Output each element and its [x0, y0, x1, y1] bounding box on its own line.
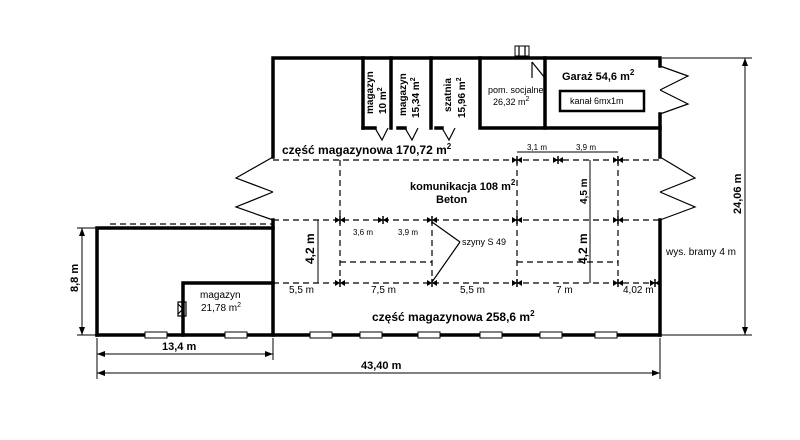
- room-area-sup: 2: [237, 302, 241, 309]
- dim-13-4: 13,4 m: [162, 341, 196, 353]
- room-name: magazyn: [398, 73, 409, 116]
- room-area-sup: 2: [377, 87, 384, 91]
- dim-3-6: 3,6 m: [353, 228, 373, 237]
- svg-text:szatnia: szatnia: [443, 78, 454, 112]
- dim-7-5: 7,5 m: [371, 285, 396, 296]
- svg-text:26,32 m2: 26,32 m2: [493, 96, 530, 107]
- room-pom-socjalne: pom. socjalne 26,32 m2: [488, 85, 544, 107]
- room-szatnia: szatnia 15,96 m2: [443, 77, 468, 118]
- room-area: 15,34 m: [411, 81, 422, 118]
- room-magazyn-21-78: magazyn 21,78 m2: [200, 290, 241, 314]
- room-area: 21,78 m: [201, 303, 237, 314]
- rail-markers: [335, 156, 660, 287]
- svg-text:Garaż 54,6 m2: Garaż 54,6 m2: [562, 68, 635, 83]
- room-magazyn-10: magazyn 10 m2: [365, 71, 389, 114]
- room-area: 10 m: [378, 91, 389, 114]
- dim-3-9-mid: 3,9 m: [398, 228, 418, 237]
- room-name: szatnia: [443, 78, 454, 112]
- dim-5-5-a: 5,5 m: [289, 285, 314, 296]
- gate-left: [234, 156, 274, 221]
- svg-text:15,96 m2: 15,96 m2: [456, 77, 468, 118]
- room-area: 15,96 m: [457, 81, 468, 118]
- szyny-label: szyny S 49: [462, 237, 506, 247]
- zone-upper-label: część magazynowa 170,72 m2: [282, 142, 452, 157]
- room-garaz: Garaż 54,6 m2 kanał 6mx1m: [558, 68, 646, 113]
- room-area-sup: 2: [456, 77, 463, 81]
- dim-3-1: 3,1 m: [527, 143, 547, 152]
- brama-label: wys. bramy 4 m: [665, 247, 736, 258]
- room-area: 26,32 m: [493, 97, 526, 107]
- room-area-sup: 2: [526, 96, 530, 103]
- svg-text:15,34 m2: 15,34 m2: [410, 77, 422, 118]
- dim-5-5-b: 5,5 m: [460, 285, 485, 296]
- dim-3-9-top: 3,9 m: [576, 143, 596, 152]
- room-name: Garaż 54,6 m: [562, 71, 630, 83]
- dim-4-2-left: 4,2 m: [303, 233, 317, 264]
- svg-text:10 m2: 10 m2: [377, 87, 389, 114]
- dim-4-02: 4,02 m: [623, 285, 654, 296]
- svg-text:21,78 m2: 21,78 m2: [201, 302, 241, 314]
- room-area-sup: 2: [630, 68, 635, 77]
- room-name: pom. socjalne: [488, 85, 544, 95]
- room-name: magazyn: [200, 290, 241, 301]
- room-area-sup: 2: [410, 77, 417, 81]
- dim-7: 7 m: [556, 285, 573, 296]
- room-name: magazyn: [365, 71, 376, 114]
- door-swings: [177, 61, 546, 317]
- dim-4-5: 4,5 m: [579, 178, 590, 204]
- dim-24-06: 24,06 m: [732, 173, 744, 214]
- dim-43-40: 43,40 m: [361, 360, 402, 372]
- kanal-label: kanał 6mx1m: [570, 96, 624, 106]
- gate-garage: [659, 65, 690, 115]
- zone-lower-label: część magazynowa 258,6 m2: [372, 309, 535, 324]
- gate-right: [659, 156, 697, 221]
- wall-openings: [144, 45, 618, 339]
- svg-text:magazyn: magazyn: [398, 73, 409, 116]
- room-magazyn-15-34: magazyn 15,34 m2: [398, 73, 422, 118]
- beton-label: Beton: [436, 194, 467, 206]
- svg-text:magazyn: magazyn: [365, 71, 376, 114]
- zone-boundaries: [273, 159, 660, 284]
- dimensions: 3,1 m 3,9 m 3,6 m 3,9 m 4,5 m 4,2 m 4,2 …: [69, 57, 752, 379]
- szyny-pointer: [431, 221, 461, 283]
- kanal-box: [558, 89, 646, 113]
- dim-4-2-right: 4,2 m: [576, 233, 590, 264]
- dim-8-8: 8,8 m: [69, 264, 81, 292]
- komunikacja-label: komunikacja 108 m2: [410, 178, 516, 193]
